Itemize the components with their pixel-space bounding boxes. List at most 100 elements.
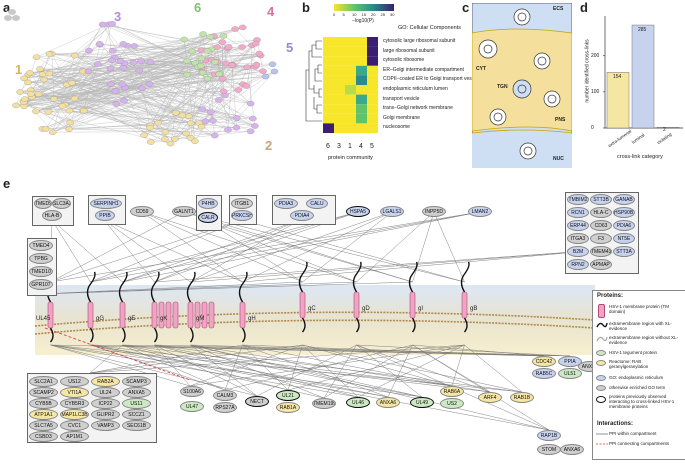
- extramembrane-region: [408, 261, 418, 293]
- network-node: [111, 88, 120, 94]
- extramembrane-region: [121, 327, 126, 343]
- network-node: [108, 47, 117, 54]
- colorbar-tick: 5: [342, 12, 345, 17]
- heatmap-cell: [356, 65, 367, 76]
- network-node: [178, 112, 187, 119]
- community-label-6: 6: [194, 0, 202, 15]
- network-node: [68, 80, 76, 86]
- network-node: [161, 129, 170, 135]
- network-node: [234, 87, 242, 93]
- protein-node: S100A6: [180, 386, 204, 397]
- protein-node: UL21: [276, 390, 300, 401]
- network-node: [196, 63, 205, 69]
- extramembrane-region: [150, 271, 160, 303]
- protein-node: PDIA3: [274, 198, 298, 209]
- network-node: [32, 108, 40, 115]
- heatmap-cell: [367, 104, 378, 114]
- protein-node: TMED9: [34, 198, 52, 209]
- network-node: [183, 58, 191, 64]
- legend-interaction-2: PPI connecting compartments: [609, 441, 670, 446]
- glycoprotein-label: gI: [418, 306, 424, 312]
- protein-node: STOM: [537, 444, 561, 455]
- network-node: [4, 15, 12, 21]
- network-node: [45, 70, 54, 77]
- protein-node: US11: [122, 398, 151, 409]
- protein-node: TMED10: [29, 266, 53, 277]
- protein-node: HLA-B: [42, 210, 62, 221]
- network-node: [45, 51, 54, 57]
- heatmap-cell: [334, 46, 345, 57]
- legend-go-icon: [596, 385, 606, 391]
- network-node: [228, 62, 236, 68]
- protein-node: TMED4: [29, 240, 53, 251]
- legend-item-6: GO: endoplasmic reticulum: [609, 375, 664, 380]
- network-node: [108, 57, 116, 64]
- heatmap-column-label: 4: [359, 143, 363, 150]
- colorbar-tick: 15: [361, 12, 366, 17]
- protein-node: TMBIM2: [567, 194, 589, 205]
- heatmap-cell: [367, 37, 378, 47]
- protein-node: RAB5C: [532, 368, 556, 379]
- colorbar-tick: 30: [390, 12, 395, 17]
- network-node: [219, 88, 228, 95]
- legend-rab-icon: [596, 360, 606, 366]
- community-label-4: 4: [267, 4, 275, 19]
- network-node: [66, 119, 74, 126]
- heatmap-cell: [367, 94, 378, 105]
- extramembrane-region: [189, 327, 194, 343]
- panel-label-e: e: [3, 176, 11, 191]
- panel-label-a: a: [3, 0, 11, 15]
- heatmap-cell: [367, 56, 378, 66]
- glycoprotein-label: gK: [160, 316, 168, 322]
- heatmap-cell: [334, 75, 345, 85]
- network-node: [231, 26, 239, 32]
- network-node: [118, 81, 127, 88]
- network-node: [252, 40, 260, 47]
- bar: [606, 72, 630, 129]
- network-node: [32, 54, 41, 60]
- protein-node: RCN1: [567, 207, 589, 218]
- heatmap-grid: [323, 37, 378, 133]
- protein-node: ARF4: [478, 392, 502, 403]
- protein-node: SLC2A1: [29, 376, 58, 387]
- network-node: [239, 24, 247, 31]
- network-node: [215, 97, 223, 103]
- network-node: [197, 123, 206, 130]
- glycoprotein-label: gB: [470, 306, 478, 312]
- heatmap-cell: [323, 46, 334, 57]
- network-node: [154, 120, 163, 126]
- network-node: [71, 52, 79, 59]
- heatmap-title: GO: Cellular Components: [398, 25, 461, 31]
- heatmap-cell: [345, 85, 356, 95]
- dendrogram: [305, 40, 322, 122]
- membrane-protein: [187, 301, 194, 329]
- network-node: [120, 97, 128, 104]
- bar-value-label: 285: [638, 27, 647, 34]
- protein-node: RAB2A: [91, 376, 120, 387]
- legend-ppi-connecting-icon: [596, 443, 608, 445]
- legend-title-proteins: Proteins:: [597, 293, 624, 299]
- heatmap-cell: [367, 46, 378, 57]
- legend-tegument-icon: [596, 350, 606, 356]
- network-node: [70, 95, 79, 102]
- panel-label-d: d: [580, 0, 588, 15]
- network-node: [270, 68, 279, 75]
- heatmap-cell: [334, 123, 345, 133]
- extramembrane-region: [118, 271, 128, 303]
- glycoprotein-label: UL45: [36, 316, 51, 322]
- protein-node: GLIPR2: [91, 409, 120, 420]
- network-node: [146, 125, 154, 131]
- network-node: [211, 132, 219, 139]
- network-node: [20, 96, 29, 102]
- network-node: [251, 123, 259, 129]
- community-label-1: 1: [15, 62, 23, 77]
- network-node: [116, 58, 125, 64]
- protein-node: VTI1A: [60, 387, 89, 398]
- network-node: [36, 66, 44, 72]
- network-node: [41, 126, 50, 132]
- protein-node: LMAN2: [468, 206, 492, 217]
- legend-item-4: HSV-1 tegument protein: [609, 350, 658, 355]
- protein-node: CYB5R3: [60, 398, 89, 409]
- legend-item-5: Reactome: RAB geranylgeranylation: [609, 359, 649, 369]
- network-node: [183, 71, 191, 78]
